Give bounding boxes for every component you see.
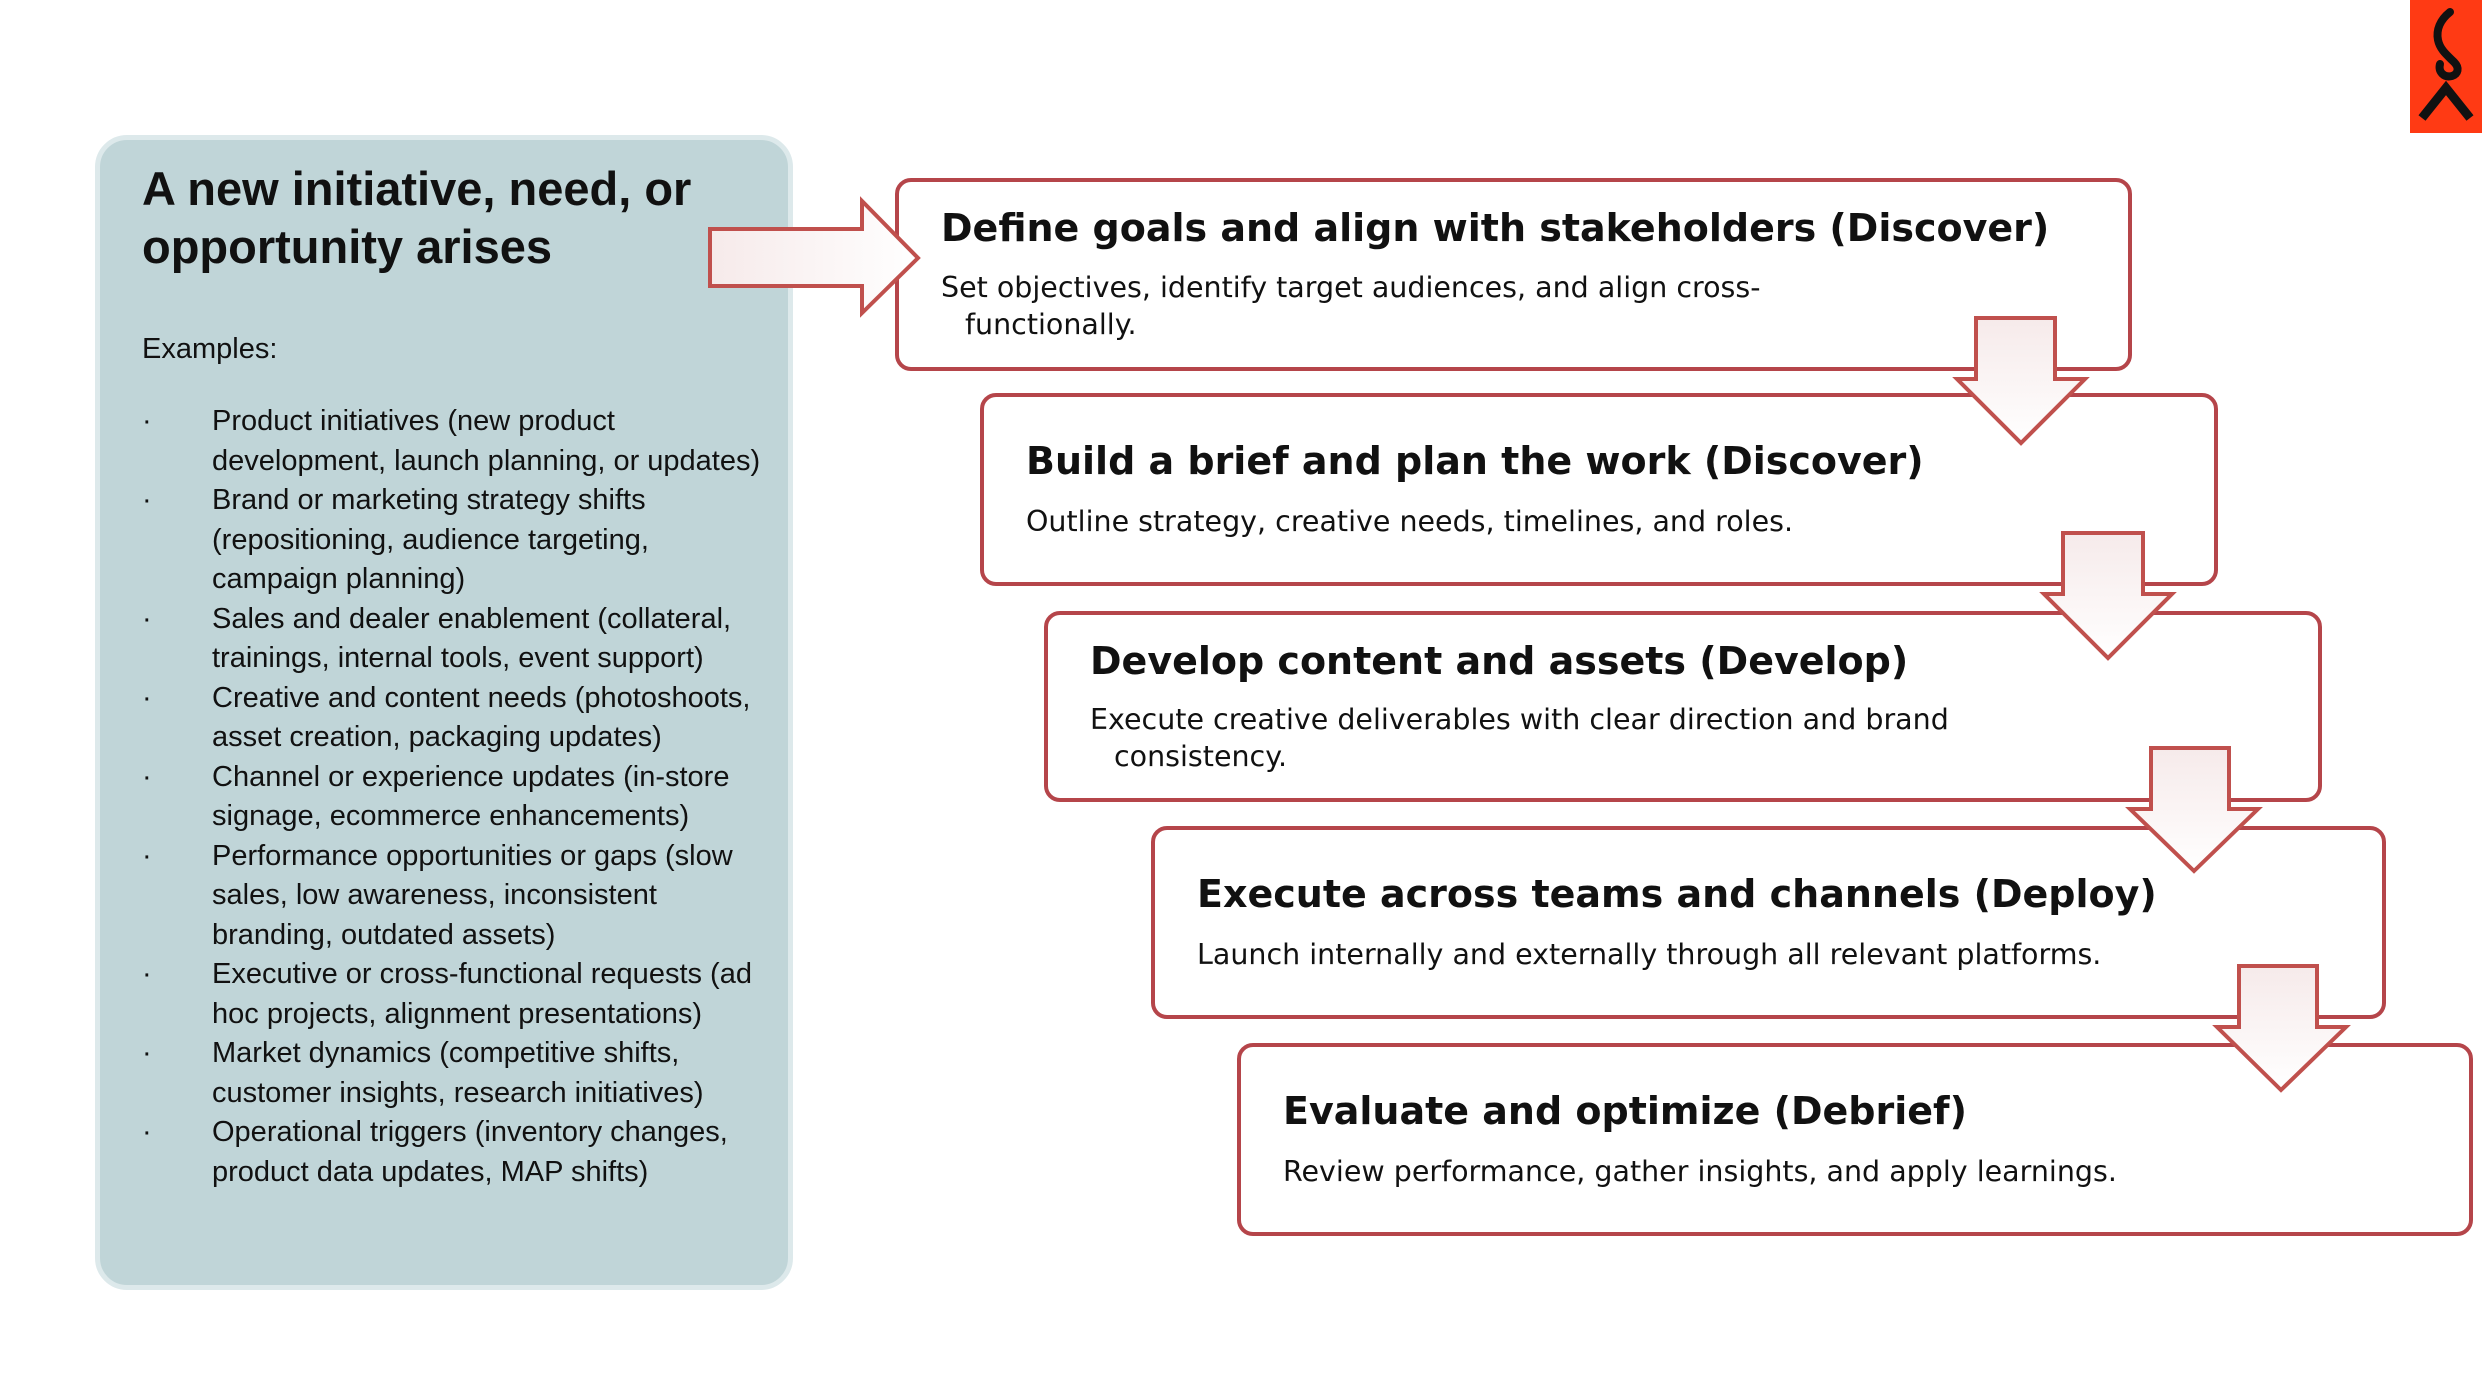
step-title: Develop content and assets (Develop) bbox=[1090, 639, 1909, 683]
step-title: Build a brief and plan the work (Discove… bbox=[1026, 439, 1924, 483]
step-title: Execute across teams and channels (Deplo… bbox=[1197, 872, 2157, 916]
list-item: · Operational triggers (inventory changes… bbox=[142, 1113, 772, 1192]
step-title: Evaluate and optimize (Debrief) bbox=[1283, 1089, 1967, 1133]
list-item: · Channel or experience updates (in-store… bbox=[142, 758, 772, 837]
trigger-title: A new initiative, need, or opportunity a… bbox=[142, 162, 692, 273]
list-item: · Product initiatives (new product develo… bbox=[142, 402, 772, 481]
example-text: Market dynamics (competitive shifts, cus… bbox=[212, 1037, 704, 1109]
bullet-icon: · bbox=[142, 602, 152, 635]
step-description: Set objectives, identify target audience… bbox=[941, 271, 1761, 341]
examples-list: · Product initiatives (new product develo… bbox=[142, 402, 772, 1192]
step-description: Execute creative deliverables with clear… bbox=[1090, 703, 1949, 773]
list-item: · Creative and content needs (photoshoots… bbox=[142, 679, 772, 758]
example-text: Channel or experience updates (in-store … bbox=[212, 760, 730, 833]
step-description: Outline strategy, creative needs, timeli… bbox=[1026, 505, 1794, 538]
bullet-icon: · bbox=[142, 1116, 152, 1148]
step-description: Review performance, gather insights, and… bbox=[1283, 1155, 2117, 1188]
step-box-discover-goals: Define goals and align with stakeholders… bbox=[895, 178, 2132, 371]
example-text: Product initiatives (new product develop… bbox=[212, 405, 761, 477]
arrow-down-icon bbox=[1952, 316, 2090, 446]
bullet-icon: · bbox=[142, 839, 152, 872]
list-item: · Brand or marketing strategy shifts (rep… bbox=[142, 481, 772, 600]
example-text: Brand or marketing strategy shifts (repo… bbox=[212, 484, 649, 595]
bullet-icon: · bbox=[142, 484, 152, 516]
bullet-icon: · bbox=[142, 1037, 152, 1069]
bullet-icon: · bbox=[142, 958, 152, 990]
example-text: Operational triggers (inventory changes,… bbox=[212, 1116, 728, 1188]
bullet-icon: · bbox=[142, 405, 152, 437]
examples-label: Examples: bbox=[142, 333, 278, 365]
bullet-icon: · bbox=[142, 681, 152, 714]
list-item: · Sales and dealer enablement (collateral… bbox=[142, 600, 772, 679]
logo bbox=[2410, 0, 2482, 133]
example-text: Sales and dealer enablement (collateral,… bbox=[212, 602, 732, 675]
step-box-deploy: Execute across teams and channels (Deplo… bbox=[1151, 826, 2386, 1019]
step-title: Define goals and align with stakeholders… bbox=[941, 206, 2050, 250]
example-text: Performance opportunities or gaps (slow … bbox=[212, 839, 733, 951]
bullet-icon: · bbox=[142, 760, 152, 793]
arrow-right-icon bbox=[708, 196, 921, 318]
example-text: Creative and content needs (photoshoots,… bbox=[212, 681, 751, 754]
arrow-down-icon bbox=[2039, 531, 2177, 661]
arrow-down-icon bbox=[2125, 746, 2263, 874]
step-description: Launch internally and externally through… bbox=[1197, 938, 2102, 971]
list-item: · Market dynamics (competitive shifts, cu… bbox=[142, 1034, 772, 1113]
trigger-panel bbox=[95, 135, 793, 1290]
arrow-down-icon bbox=[2212, 964, 2351, 1093]
list-item: · Performance opportunities or gaps (slow… bbox=[142, 837, 772, 956]
list-item: · Executive or cross-functional requests … bbox=[142, 955, 772, 1034]
flame-chevron-logo-icon bbox=[2418, 8, 2474, 121]
example-text: Executive or cross-functional requests (… bbox=[212, 958, 752, 1030]
